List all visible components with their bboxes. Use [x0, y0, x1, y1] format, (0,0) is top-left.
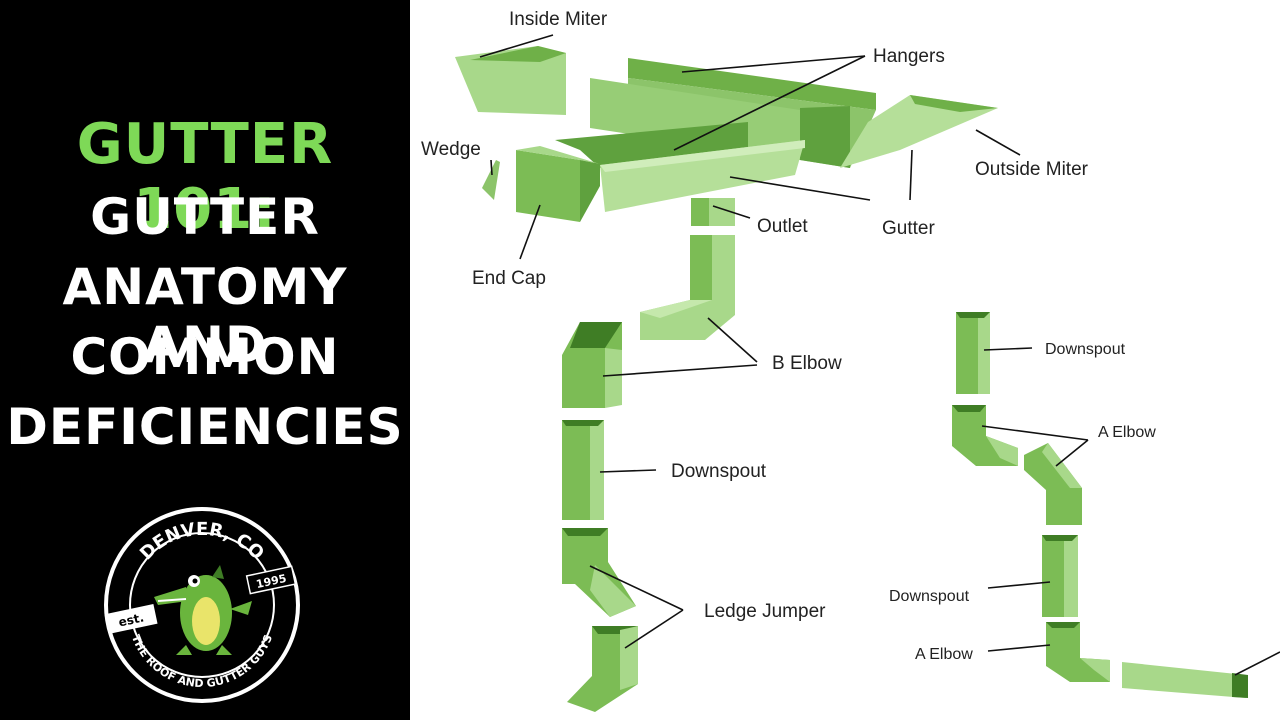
downspout-part-right-top — [956, 312, 990, 394]
title-panel: GUTTER 101: GUTTER ANATOMY AND COMMON DE… — [0, 0, 410, 720]
label-end-cap: End Cap — [472, 268, 546, 289]
label-wedge: Wedge — [421, 139, 481, 160]
title-line-5: DEFICIENCIES — [0, 398, 410, 456]
label-ledge-jumper: Ledge Jumper — [704, 601, 826, 622]
label-downspout-right-top: Downspout — [1045, 341, 1126, 358]
label-outside-miter: Outside Miter — [975, 159, 1089, 180]
outlet-part — [691, 198, 735, 226]
label-b-elbow: B Elbow — [772, 353, 842, 374]
downspout-part-horizontal — [1122, 662, 1248, 698]
gutter-diagram-panel: Inside Miter Hangers Wedge Outside Miter… — [410, 0, 1280, 720]
title-line-2: GUTTER — [0, 188, 410, 246]
b-elbow-part-upper — [640, 235, 735, 340]
end-cap-part — [516, 146, 600, 222]
label-outlet: Outlet — [757, 216, 808, 237]
a-elbow-part-2 — [1024, 443, 1082, 525]
title-line-4: COMMON — [0, 328, 410, 386]
company-logo: DENVER, CO THE ROOF AND GUTTER GUYS est.… — [102, 505, 302, 705]
b-elbow-part-lower — [562, 322, 622, 408]
label-gutter: Gutter — [882, 218, 935, 239]
a-elbow-part-3 — [1046, 622, 1110, 682]
gutter-diagram: Inside Miter Hangers Wedge Outside Miter… — [410, 0, 1280, 720]
downspout-part-left — [562, 420, 604, 520]
label-a-elbow-bottom: A Elbow — [915, 646, 973, 663]
downspout-part-right-middle — [1042, 535, 1078, 617]
inside-miter-part — [455, 46, 566, 115]
label-hangers: Hangers — [873, 46, 945, 67]
label-inside-miter: Inside Miter — [509, 9, 608, 30]
label-downspout-right-middle: Downspout — [889, 588, 970, 605]
a-elbow-part-1 — [952, 405, 1018, 466]
label-a-elbow-top: A Elbow — [1098, 424, 1156, 441]
ledge-jumper-part-lower — [567, 626, 638, 712]
label-downspout-left: Downspout — [671, 461, 767, 482]
ledge-jumper-part-upper — [562, 528, 636, 617]
